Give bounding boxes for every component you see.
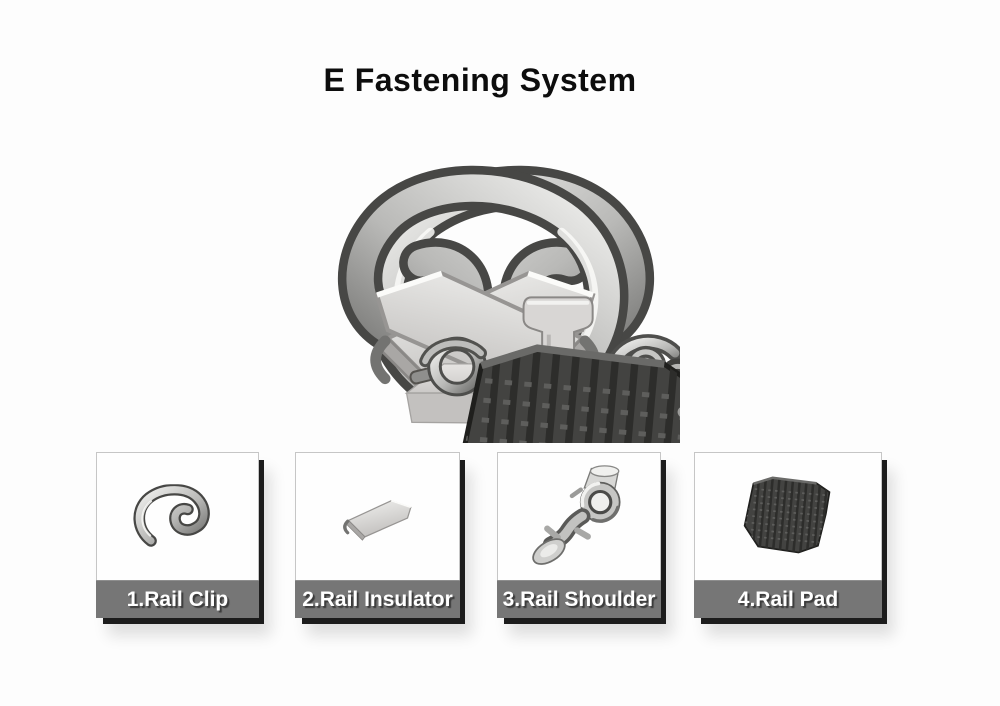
exploded-diagram <box>320 128 680 443</box>
part-card-rail-pad: 4.Rail Pad <box>694 452 882 618</box>
part-label: 4.Rail Pad <box>694 580 882 618</box>
rail-shoulder-image <box>498 453 660 582</box>
rail-shoulder-icon <box>526 465 632 571</box>
rail-clip-icon <box>133 484 223 551</box>
part-card-rail-clip: 1.Rail Clip <box>96 452 259 618</box>
part-card-rail-shoulder: 3.Rail Shoulder <box>497 452 661 618</box>
part-card-rail-insulator: 2.Rail Insulator <box>295 452 460 618</box>
part-label: 2.Rail Insulator <box>295 580 460 618</box>
rail-pad-icon <box>737 475 839 560</box>
page-title: E Fastening System <box>323 62 637 98</box>
part-label: 3.Rail Shoulder <box>497 580 661 618</box>
part-label: 1.Rail Clip <box>96 580 259 618</box>
rail-insulator-icon <box>337 495 419 541</box>
rail-insulator-image <box>296 453 459 582</box>
rail-pad-image <box>695 453 881 582</box>
rail-clip-image <box>97 453 258 582</box>
